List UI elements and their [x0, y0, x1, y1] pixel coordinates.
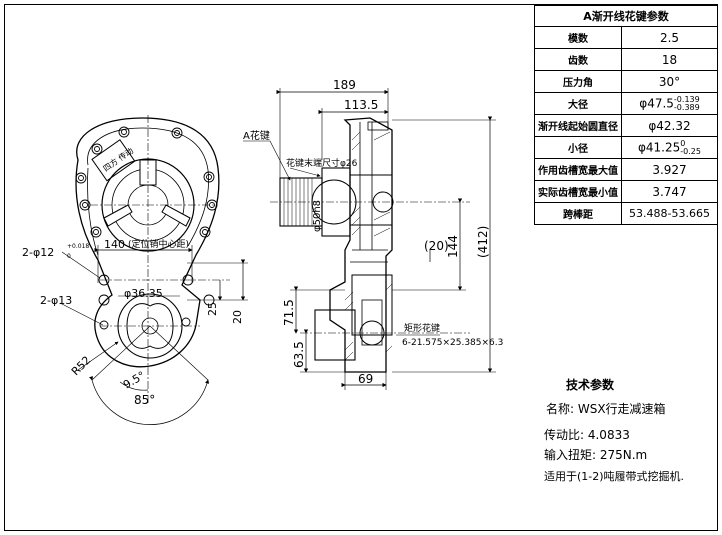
- param-key: 实际齿槽宽最小值: [534, 180, 622, 203]
- nameplate: [91, 139, 136, 182]
- dim-140-note: (定位销中心距): [128, 238, 189, 250]
- param-key: 齿数: [534, 48, 622, 71]
- param-key: 跨棒距: [534, 202, 622, 225]
- drawing-border: [4, 4, 718, 531]
- table-row: 作用齿槽宽最大值 3.927: [534, 158, 718, 181]
- table-row: 大径 φ47.5-0.139-0.389: [534, 92, 718, 115]
- tol-lower: -0.389: [673, 102, 700, 112]
- param-value: 30°: [621, 70, 718, 93]
- param-key: 小径: [534, 136, 622, 159]
- param-value: φ41.25: [638, 140, 681, 154]
- param-value: φ42.32: [621, 114, 718, 137]
- tech-title: 技术参数: [566, 378, 615, 392]
- param-key: 作用齿槽宽最大值: [534, 158, 622, 181]
- table-row: 渐开线起始圆直径 φ42.32: [534, 114, 718, 137]
- table-row: 模数 2.5: [534, 26, 718, 49]
- param-value: 18: [621, 48, 718, 71]
- tol-lower: -0.25: [680, 146, 701, 156]
- param-key: 压力角: [534, 70, 622, 93]
- param-key: 渐开线起始圆直径: [534, 114, 622, 137]
- param-value: 53.488-53.665: [621, 202, 718, 225]
- dim-20: 20: [231, 310, 244, 324]
- hole-a-tol-lower: 0: [67, 253, 71, 260]
- output-shaft: [314, 309, 356, 361]
- dim-25: 25: [206, 302, 219, 316]
- table-row: 齿数 18: [534, 48, 718, 71]
- tol-upper: -0.139: [673, 94, 700, 104]
- param-value: 3.747: [621, 180, 718, 203]
- dim-113-5: 113.5: [344, 98, 378, 112]
- rect-spline-label: 矩形花键: [404, 322, 440, 334]
- front-view-labels: 2-φ12 +0.018 0 140 (定位销中心距) 2-φ13 φ36.35…: [22, 238, 244, 407]
- table-row: 实际齿槽宽最小值 3.747: [534, 180, 718, 203]
- side-view-labels: A花键 花键末端尺寸φ26 189 113.5 φ50h8 (20) 144 (…: [243, 78, 503, 386]
- table-title-row: A渐开线花键参数: [534, 5, 718, 27]
- side-view: [243, 88, 496, 390]
- param-key: 大径: [534, 92, 622, 115]
- tech-ratio: 传动比: 4.0833: [544, 428, 630, 442]
- table-title: A渐开线花键参数: [534, 5, 718, 27]
- table-row: 压力角 30°: [534, 70, 718, 93]
- hole-b-label: 2-φ13: [40, 294, 72, 307]
- param-value-tol: φ47.5-0.139-0.389: [621, 92, 718, 115]
- dim-69: 69: [358, 372, 373, 386]
- dim-20-paren: (20): [424, 239, 449, 253]
- param-value: 3.927: [621, 158, 718, 181]
- radius-label: R52: [69, 354, 93, 378]
- dim-140: 140: [104, 238, 125, 251]
- spline-parameter-table: A渐开线花键参数 模数 2.5 齿数 18 压力角 30° 大径 φ47.5-0…: [534, 5, 718, 225]
- side-housing: [329, 117, 393, 373]
- hole-a-tol-upper: +0.018: [67, 243, 89, 250]
- angle-large-label: 85°: [134, 393, 155, 407]
- tech-applicable: 适用于(1-2)吨履带式挖掘机.: [544, 470, 685, 483]
- param-key: 模数: [534, 26, 622, 49]
- dim-189: 189: [333, 78, 356, 92]
- rect-spline-spec: 6-21.575×25.385×6.3: [402, 338, 503, 348]
- dim-412: (412): [476, 226, 490, 258]
- dim-144: 144: [446, 235, 460, 258]
- tech-torque: 输入扭矩: 275N.m: [544, 448, 648, 462]
- table-row: 跨棒距 53.488-53.665: [534, 202, 718, 225]
- hole-a-label: 2-φ12: [22, 246, 54, 259]
- dim-71-5: 71.5: [282, 299, 296, 326]
- dim-phi: φ36.35: [124, 287, 163, 300]
- tol-upper: 0: [680, 138, 686, 148]
- dim-63-5: 63.5: [292, 341, 306, 368]
- a-spline-label: A花键: [243, 129, 270, 142]
- param-value: φ47.5: [639, 96, 674, 110]
- angle-small-label: 9.5°: [121, 369, 147, 392]
- param-value: 2.5: [621, 26, 718, 49]
- front-view: 四方 传动: [59, 115, 248, 425]
- spline-end-label: 花键末端尺寸φ26: [286, 157, 358, 169]
- tech-name: 名称: WSX行走减速箱: [546, 402, 666, 416]
- dim-phi50: φ50h8: [312, 200, 323, 232]
